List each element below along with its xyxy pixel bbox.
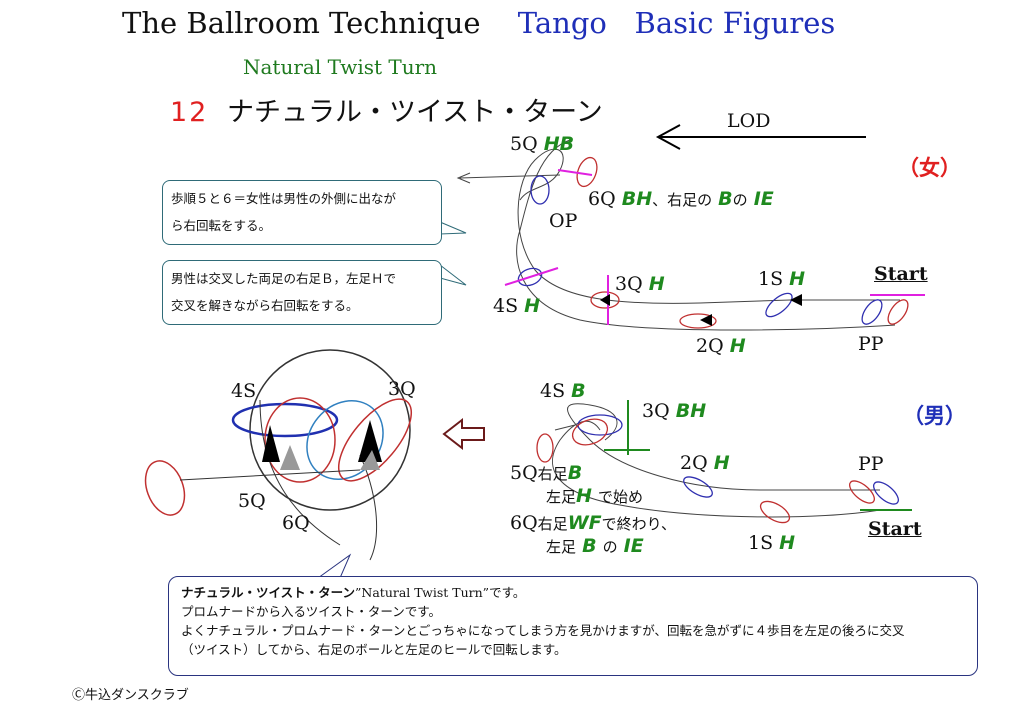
title-main: The Ballroom Technique — [122, 6, 481, 40]
detail-arrows — [262, 420, 382, 470]
figure-number: 12 — [170, 97, 209, 128]
note-man-cross: 男性は交叉した両足の右足Ｂ，左足Ｈで 交叉を解きながら右回転をする。 — [162, 260, 442, 325]
lod-arrow — [655, 124, 866, 150]
copyright: Ⓒ牛込ダンスクラブ — [72, 688, 189, 703]
lady-start-label: Start — [874, 263, 928, 285]
bottom-callout-pointer — [316, 553, 352, 579]
lady-step4: 4S H — [493, 295, 541, 317]
description-line2: プロムナードから入るツイスト・ターンです。 — [181, 604, 442, 619]
lady-step-arrows — [600, 294, 802, 326]
man-step5: 5Q右足B 左足H で始め — [510, 462, 643, 507]
man-start-label: Start — [868, 518, 922, 540]
man-marker: （男） — [903, 404, 966, 428]
figure-subtitle: Natural Twist Turn — [243, 55, 438, 79]
detail-6q-label: 6Q — [282, 512, 310, 534]
man-green-marks — [604, 400, 912, 511]
man-step2: 2Q H — [680, 452, 730, 474]
man-step1: 1S H — [748, 532, 796, 554]
detail-4s-label: 4S — [231, 380, 257, 402]
lady-feet — [517, 156, 909, 329]
detail-3q-label: 3Q — [388, 378, 416, 400]
lady-step5: 5Q HB — [510, 133, 575, 155]
description-line1: ナチュラル・ツイスト・ターン”Natural Twist Turn”です。 — [181, 585, 526, 600]
detail-5q-label: 5Q — [238, 490, 266, 512]
description-box: ナチュラル・ツイスト・ターン”Natural Twist Turn”です。 プロ… — [168, 576, 978, 676]
page-title: The Ballroom Technique Tango Basic Figur… — [122, 6, 835, 40]
lady-pp-label: PP — [858, 333, 884, 355]
lady-step3: 3Q H — [615, 273, 665, 295]
man-step6: 6Q右足WFで終わり、 左足 B の IE — [510, 512, 677, 557]
lady-marker: （女） — [898, 156, 961, 180]
figure-name-jp: ナチュラル・ツイスト・ターン — [226, 97, 603, 128]
lod-label: LOD — [727, 110, 771, 132]
lady-step1: 1S H — [758, 268, 806, 290]
callout-pointers — [439, 221, 467, 286]
note-lady-steps-5-6: 歩順５と６＝女性は男性の外側に出なが ら右回転をする。 — [162, 180, 442, 245]
man-path — [552, 403, 881, 518]
man-feet — [536, 414, 899, 524]
figure-title-jp: 12 ナチュラル・ツイスト・ターン — [170, 90, 603, 129]
lady-step2: 2Q H — [696, 335, 746, 357]
description-line4: （ツイスト）してから、右足のボールと左足のヒールで回転します。 — [181, 642, 567, 657]
man-step4: 4S B — [540, 380, 586, 402]
lady-op-label: OP — [549, 210, 578, 232]
man-step3: 3Q BH — [642, 400, 707, 422]
man-pp-label: PP — [858, 453, 884, 475]
hollow-arrow — [442, 417, 485, 451]
description-line3: よくナチュラル・プロムナード・ターンとごっちゃになってしまう方を見かけますが、回… — [181, 623, 905, 638]
lady-step6: 6Q BH、右足の Bの IE — [588, 188, 774, 210]
title-dance: Tango Basic Figures — [517, 6, 836, 40]
